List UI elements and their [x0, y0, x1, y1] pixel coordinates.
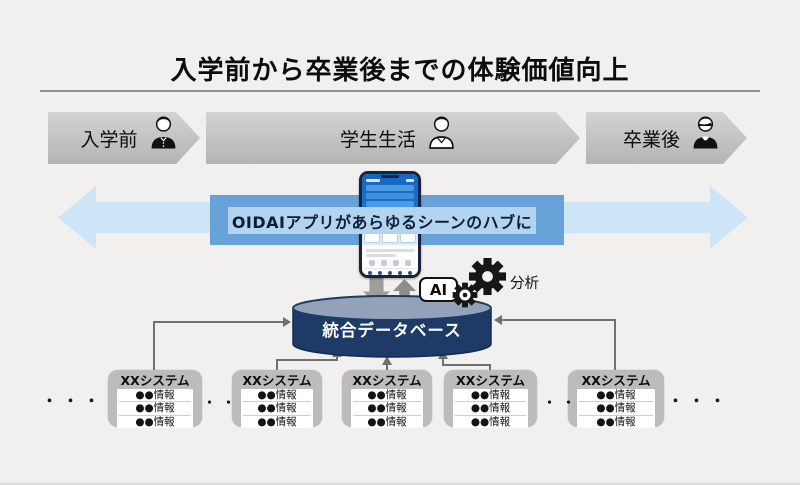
system-box-title: XXシステム: [242, 373, 312, 388]
system-box-list: ●●情報 ●●情報 ●●情報: [241, 389, 313, 428]
scan-edge-line: [0, 483, 800, 485]
info-item: ●●情報: [257, 415, 297, 428]
system-box-title: XXシステム: [456, 373, 525, 388]
chevron-arrow-shape: [48, 112, 200, 164]
app-hub-banner-text-box: OIDAIアプリがあらゆるシーンのハブに: [228, 207, 536, 234]
system-box-5: XXシステム ●●情報 ●●情報 ●●情報: [568, 370, 664, 428]
stage-student-life: 学生生活: [206, 112, 580, 164]
info-item: ●●情報: [455, 402, 526, 416]
system-box-title: XXシステム: [581, 373, 651, 388]
student-uniform-icon: [151, 116, 175, 148]
stage-label: 入学前: [80, 128, 138, 151]
page-title: 入学前から卒業後までの体験価値向上: [170, 56, 630, 86]
info-item: ●●情報: [353, 402, 421, 416]
chevron-arrow-shape: [206, 112, 580, 164]
businessperson-icon: [693, 116, 718, 148]
gear-icon-small: [452, 282, 478, 308]
info-item: ●●情報: [119, 402, 191, 416]
info-item: ●●情報: [596, 415, 636, 428]
info-item: ●●情報: [243, 402, 311, 416]
info-item: ●●情報: [243, 389, 311, 403]
system-box-title: XXシステム: [120, 373, 190, 388]
stage-label: 卒業後: [622, 128, 680, 151]
app-hub-banner-label: OIDAIアプリがあらゆるシーンのハブに: [231, 212, 533, 232]
info-item: ●●情報: [367, 415, 407, 428]
ellipsis-gap-right: ・・: [543, 396, 582, 411]
info-item: ●●情報: [579, 389, 653, 403]
phone-menu-area: [362, 245, 418, 275]
database-cylinder: [292, 295, 492, 358]
database-label: 統合データベース: [322, 321, 462, 340]
info-item: ●●情報: [579, 402, 653, 416]
stage-before-enrollment: 入学前: [48, 112, 200, 164]
connector-system1-to-db: [153, 321, 283, 372]
ai-label: AI: [429, 280, 448, 299]
ai-badge: AI: [419, 277, 458, 302]
system-box-list: ●●情報 ●●情報 ●●情報: [117, 389, 193, 428]
system-box-list: ●●情報 ●●情報 ●●情報: [453, 389, 528, 428]
info-item: ●●情報: [119, 389, 191, 403]
analysis-label: 分析: [510, 276, 539, 292]
info-item: ●●情報: [353, 389, 421, 403]
system-box-list: ●●情報 ●●情報 ●●情報: [351, 389, 423, 428]
ellipsis-gap-left: ・・: [203, 396, 242, 411]
stage-label: 学生生活: [339, 128, 416, 151]
arrowhead-left: [494, 315, 502, 325]
system-box-list: ●●情報 ●●情報 ●●情報: [577, 389, 655, 428]
arrowhead-right: [283, 317, 291, 327]
info-item: ●●情報: [135, 415, 175, 428]
title-underline: [40, 90, 760, 92]
gear-icon-large: [468, 257, 507, 296]
connector-system5-to-db: [502, 319, 616, 372]
system-box-2: XXシステム ●●情報 ●●情報 ●●情報: [232, 370, 322, 428]
system-box-1: XXシステム ●●情報 ●●情報 ●●情報: [108, 370, 202, 428]
ellipsis-left: ・・・: [42, 392, 106, 410]
student-casual-icon: [429, 116, 454, 149]
system-box-4: XXシステム ●●情報 ●●情報 ●●情報: [444, 370, 537, 428]
info-item: ●●情報: [470, 415, 511, 428]
system-box-3: XXシステム ●●情報 ●●情報 ●●情報: [342, 370, 432, 428]
ellipsis-right: ・・・: [668, 392, 732, 410]
system-box-title: XXシステム: [352, 373, 422, 388]
info-item: ●●情報: [455, 389, 526, 403]
chevron-arrow-shape: [586, 112, 747, 164]
stage-after-graduation: 卒業後: [586, 112, 747, 164]
phone-notch: [381, 175, 399, 178]
